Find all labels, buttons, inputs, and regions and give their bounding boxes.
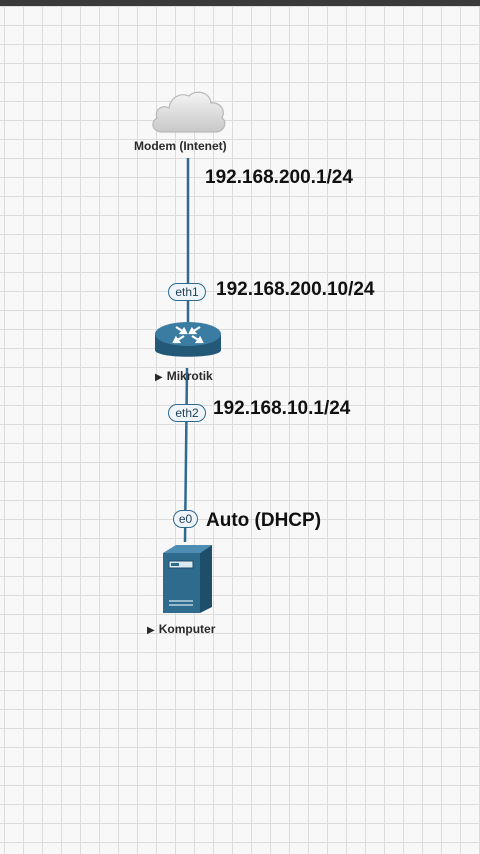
router-icon (155, 322, 221, 357)
cloud-icon (152, 91, 226, 133)
expand-caret-icon[interactable]: ▶ (147, 625, 155, 636)
computer-label: ▶Komputer (147, 622, 216, 636)
modem-ip: 192.168.200.1/24 (205, 167, 353, 188)
eth1-ip: 192.168.200.10/24 (216, 279, 375, 300)
e0-ip: Auto (DHCP) (206, 510, 322, 531)
top-bar (0, 0, 480, 6)
modem-node[interactable] (148, 86, 228, 138)
expand-caret-icon[interactable]: ▶ (155, 372, 163, 383)
port-eth1[interactable]: eth1 (168, 283, 206, 301)
router-node[interactable] (154, 318, 222, 366)
computer-node[interactable] (160, 543, 214, 615)
server-icon (163, 545, 212, 613)
modem-label: Modem (Intenet) (134, 139, 227, 153)
eth2-ip: 192.168.10.1/24 (213, 398, 351, 419)
router-label: ▶Mikrotik (155, 369, 213, 383)
port-eth2[interactable]: eth2 (168, 404, 206, 422)
port-e0[interactable]: e0 (173, 510, 198, 528)
